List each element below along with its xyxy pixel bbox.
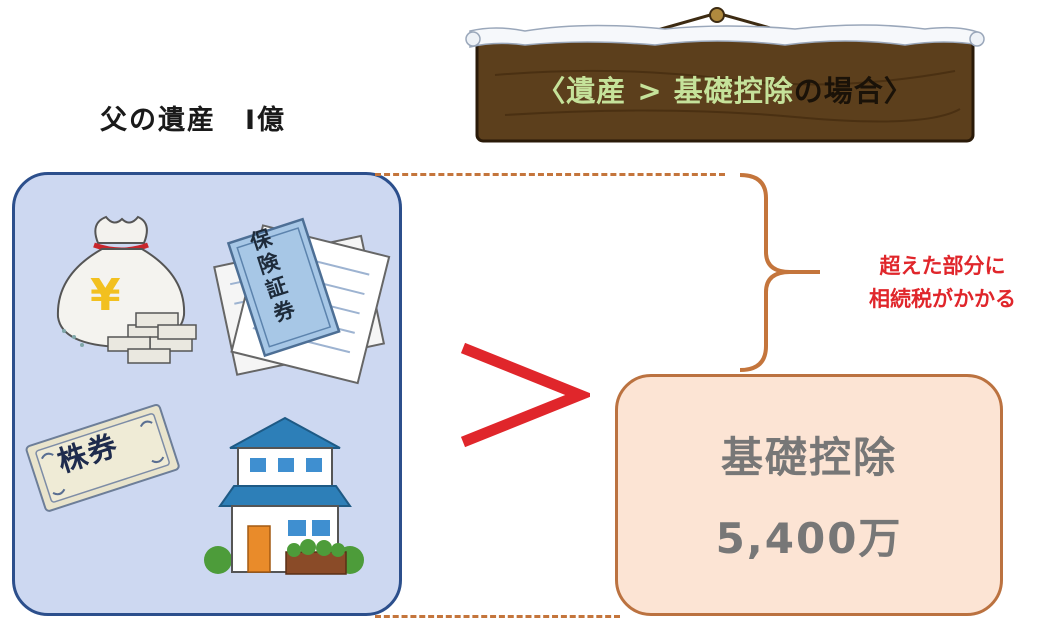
excess-note-line2: 相続税がかかる	[869, 287, 1016, 311]
stock-certificate-icon	[25, 403, 180, 512]
excess-taxed-note: 超えた部分に 相続税がかかる	[835, 250, 1050, 316]
sign-text: 〈遺産 > 基礎控除の場合〉	[476, 68, 974, 110]
insurance-document-icon	[213, 217, 391, 385]
estate-heading: 父の遺産 I億	[100, 105, 287, 136]
curly-bracket-icon	[739, 173, 820, 372]
basic-deduction-label: 基礎控除	[720, 433, 897, 482]
dashed-line-bottom	[375, 615, 620, 618]
sign-text-dark: の場合〉	[793, 74, 914, 108]
basic-deduction-box	[615, 374, 1003, 616]
excess-note-line1: 超えた部分に	[879, 254, 1006, 278]
wooden-signboard	[465, 7, 985, 143]
house-icon	[204, 416, 364, 575]
dashed-line-top	[375, 173, 725, 176]
money-bag-yen-symbol: ¥	[90, 270, 121, 321]
greater-than-sign: >	[460, 342, 590, 448]
basic-deduction-amount: 5,400万	[715, 514, 903, 563]
sign-text-highlight: 〈遺産 > 基礎控除	[536, 74, 794, 108]
money-bag-icon	[56, 215, 197, 364]
